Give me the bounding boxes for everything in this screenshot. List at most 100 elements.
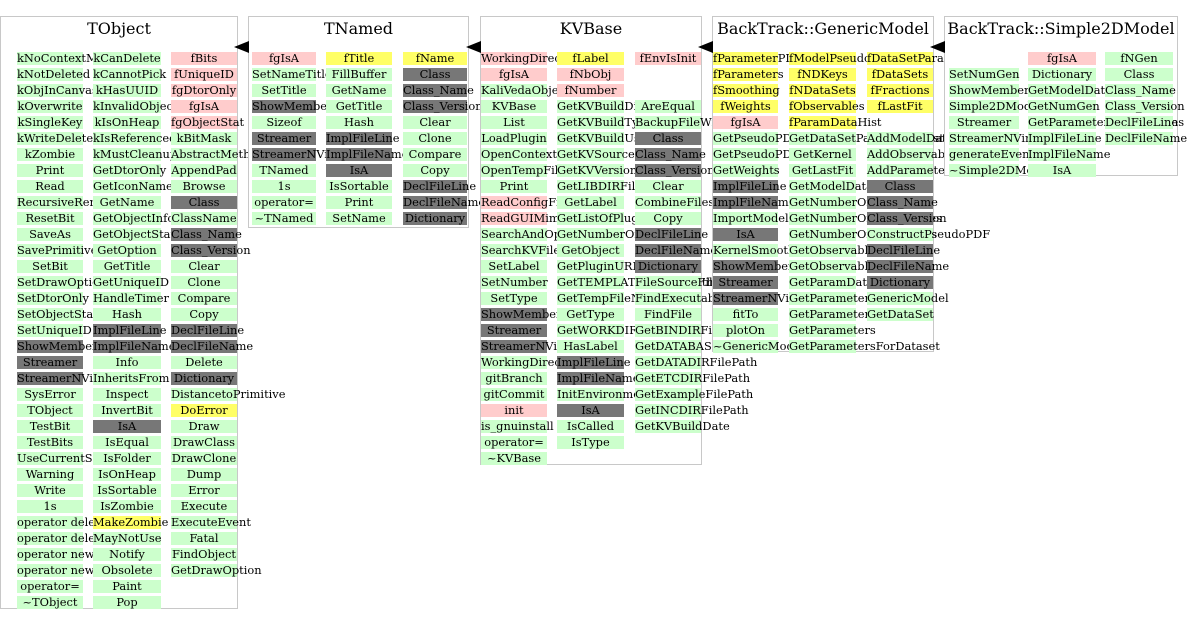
class-member: GetObjectInfo (93, 211, 175, 225)
class-member: MayNotUse (93, 531, 162, 545)
class-member: fNbObj (557, 68, 624, 81)
class-member: Class_Name (403, 83, 474, 97)
class-member: DeclFileLine (867, 243, 941, 257)
class-member: ImplFileLine (1028, 131, 1102, 145)
class-member: ImplFileLine (557, 355, 631, 369)
class-member: Copy (635, 212, 701, 225)
class-member: AppendPad (171, 163, 237, 177)
class-member: Dictionary (635, 260, 701, 273)
class-member: Class_Version (1105, 99, 1185, 113)
class-member: Hash (93, 308, 161, 321)
class-member: GetName (93, 196, 161, 209)
class-member: Dictionary (1028, 68, 1096, 81)
class-member: Streamer (17, 356, 83, 369)
class-title: KVBase (559, 19, 623, 38)
class-member: InheritsFrom (93, 371, 170, 385)
class-member: Dump (171, 468, 237, 481)
class-member: Class (635, 132, 701, 145)
class-member: IsCalled (557, 420, 624, 433)
class-member: TNamed (252, 164, 316, 177)
class-member: GetOption (93, 244, 161, 257)
class-member: DeclFileLine (171, 323, 245, 337)
class-member: Class_Name (635, 147, 706, 161)
class-member: AddParameter (867, 163, 951, 177)
class-member: DrawClone (171, 451, 237, 465)
class-member: Clear (403, 116, 467, 129)
class-member: Class_Version (867, 211, 947, 225)
class-member: Paint (93, 580, 161, 593)
class-member: fTitle (326, 52, 392, 65)
class-member: CombineFiles (635, 195, 715, 209)
class-member: IsZombie (93, 500, 161, 513)
class-member: ImplFileLine (713, 179, 787, 193)
class-member: Dictionary (867, 276, 933, 289)
class-member: SetNameTitle (252, 67, 332, 81)
class-member: Class_Name (171, 227, 242, 241)
class-member: fgIsA (713, 116, 778, 129)
class-member: Streamer (949, 116, 1019, 129)
class-member: fgIsA (1028, 52, 1096, 65)
class-member: GetType (557, 308, 624, 321)
class-member: IsA (93, 420, 161, 433)
class-member: kObjInCanvas (17, 83, 98, 97)
class-member: fNDKeys (789, 68, 856, 81)
class-member: operator new[] (17, 563, 104, 577)
class-member: fWeights (713, 100, 778, 113)
class-member: IsA (326, 164, 392, 177)
class-member: IsSortable (326, 180, 392, 193)
class-member: TObject (17, 404, 83, 417)
class-member: fgObjectStat (171, 115, 245, 129)
class-member: GetDataSet (867, 307, 934, 321)
class-member: ImplFileName (713, 195, 796, 209)
class-member: fitTo (713, 308, 778, 321)
class-member: Write (17, 484, 83, 497)
class-member: GetPluginURI (557, 259, 638, 273)
class-member: Error (171, 484, 237, 497)
class-member: fNDataSets (789, 83, 856, 97)
class-member: SetNumGen (949, 67, 1020, 81)
class-member: GetKernel (789, 148, 856, 161)
class-member: Dictionary (403, 211, 467, 225)
class-member: Class (403, 68, 467, 81)
class-member: DeclFileName (171, 339, 254, 353)
class-member: kBitMask (171, 132, 237, 145)
class-member: kSingleKey (17, 115, 83, 129)
inheritance-arrowhead (234, 41, 249, 53)
class-member: kMustCleanup (93, 147, 178, 161)
class-member: fLastFit (867, 100, 933, 113)
class-member: Fatal (171, 532, 237, 545)
class-member: operator= (481, 436, 547, 449)
class-member: Class (171, 196, 237, 209)
class-member: Class_Version (403, 99, 483, 113)
class-title: BackTrack::GenericModel (717, 19, 929, 38)
class-member: TestBits (17, 436, 83, 449)
class-member: Streamer (481, 324, 547, 337)
class-member: kIsOnHeap (93, 115, 161, 129)
inheritance-arrowhead (698, 41, 713, 53)
class-member: InvertBit (93, 404, 161, 417)
class-member: IsFolder (93, 452, 161, 465)
class-member: 1s (17, 500, 83, 513)
class-member: SetTitle (252, 84, 316, 97)
class-member: GetPseudoPDF (713, 131, 800, 145)
class-member: SavePrimitive (17, 243, 98, 257)
class-member: GenericModel (867, 291, 949, 305)
class-member: fgDtorOnly (171, 83, 237, 97)
class-member: Compare (171, 292, 237, 305)
class-member: ImplFileName (326, 147, 409, 161)
class-member: fgIsA (481, 68, 547, 81)
class-member: ShowMembers (713, 259, 800, 273)
class-member: Warning (17, 468, 83, 481)
class-member: 1s (252, 180, 316, 193)
class-member: ImplFileLine (326, 131, 400, 145)
class-member: fUniqueID (171, 68, 237, 81)
